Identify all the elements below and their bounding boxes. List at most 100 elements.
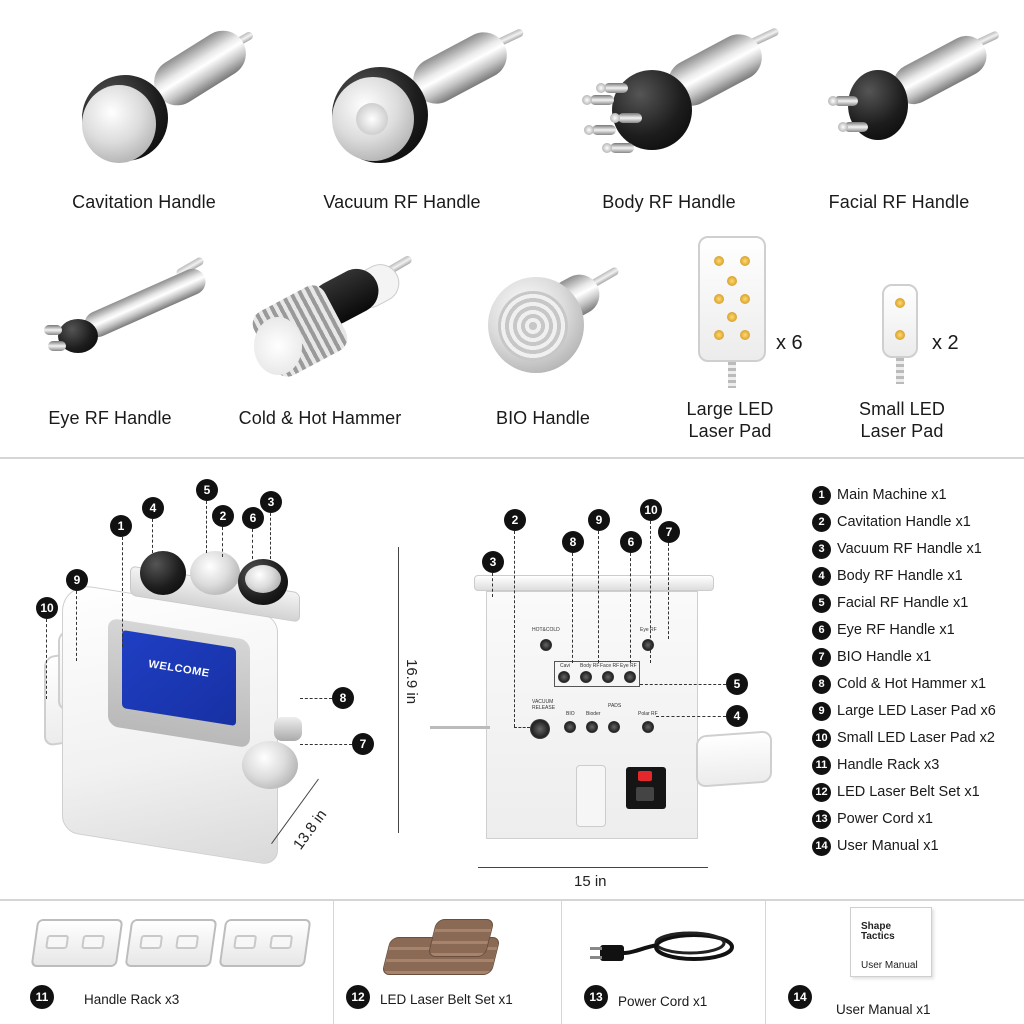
port-label: Face RF [600, 663, 620, 669]
list-text: Main Machine x1 [837, 487, 947, 503]
port-bioder [586, 721, 598, 733]
list-number: 10 [812, 729, 831, 748]
callout-3: 3 [260, 491, 282, 513]
port-eye-rf-2 [624, 671, 636, 683]
port-cavi [558, 671, 570, 683]
accessory-label: Facial RF Handle [828, 192, 970, 212]
list-text: Small LED Laser Pad x2 [837, 730, 995, 746]
callout-2: 2 [212, 505, 234, 527]
callout-7: 7 [352, 733, 374, 755]
list-text: Facial RF Handle x1 [837, 595, 969, 611]
callout-8: 8 [562, 531, 584, 553]
machine-panel: WELCOME 1 2 3 4 5 6 7 8 9 10 16.9 in 13.… [0, 458, 1024, 900]
user-manual: Shape Tactics User Manual [850, 907, 932, 977]
list-item: 5 Facial RF Handle x1 [812, 594, 1022, 614]
user-manual-cell: Shape Tactics User Manual 14 User Manual… [766, 901, 1024, 1024]
list-number: 2 [812, 513, 831, 532]
list-text: Eye RF Handle x1 [837, 622, 955, 638]
accessory-label: Small LED Laser Pad [859, 399, 945, 441]
cavitation-handle: Cavitation Handle [60, 21, 260, 215]
list-item: 3 Vacuum RF Handle x1 [812, 540, 1022, 560]
port-eye-rf [642, 639, 654, 651]
list-number: 8 [812, 675, 831, 694]
port-pads [608, 721, 620, 733]
accessory-label: Cold & Hot Hammer [238, 408, 402, 428]
list-text: LED Laser Belt Set x1 [837, 784, 980, 800]
port-label: Polar RF [638, 711, 658, 717]
quantity-label: x 6 [776, 332, 803, 354]
list-number: 11 [812, 756, 831, 775]
callout-1: 1 [110, 515, 132, 537]
port-label: VACUUM RELEASE [532, 699, 556, 711]
item-badge: 11 [30, 985, 54, 1009]
dimension-height: 16.9 in [403, 659, 420, 705]
quantity-label: x 2 [932, 332, 959, 354]
list-text: Power Cord x1 [837, 811, 933, 827]
callout-2: 2 [504, 509, 526, 531]
handle-rack-cell: 11 Handle Rack x3 [0, 901, 334, 1024]
accessories-panel: Cavitation Handle Vacuum RF Handle Body … [0, 0, 1024, 458]
item-label: LED Laser Belt Set x1 [380, 992, 513, 1007]
list-item: 9 Large LED Laser Pad x6 [812, 702, 1022, 722]
manual-title: Shape Tactics [861, 921, 895, 942]
list-number: 9 [812, 702, 831, 721]
list-number: 5 [812, 594, 831, 613]
list-number: 7 [812, 648, 831, 667]
accessory-label: Body RF Handle [602, 192, 736, 212]
port-label: Eye RF [620, 663, 637, 669]
port-label: HOT&COLD [532, 627, 560, 633]
list-number: 13 [812, 810, 831, 829]
callout-7: 7 [658, 521, 680, 543]
list-text: Large LED Laser Pad x6 [837, 703, 996, 719]
facial-rf-handle: Facial RF Handle [820, 28, 1020, 215]
item-label: User Manual x1 [836, 1002, 931, 1017]
callout-6: 6 [620, 531, 642, 553]
port-body-rf [580, 671, 592, 683]
handle-rack [124, 919, 218, 967]
list-text: Body RF Handle x1 [837, 568, 963, 584]
body-rf-handle: Body RF Handle [570, 25, 790, 215]
eye-rf-handle: Eye RF Handle [40, 255, 220, 435]
list-item: 10 Small LED Laser Pad x2 [812, 729, 1022, 749]
main-machine-front: WELCOME 1 2 3 4 5 6 7 8 9 10 [30, 479, 390, 879]
main-machine-back: HOT&COLD Eye RF Cavi Body RF Face RF Eye… [430, 499, 790, 859]
callout-9: 9 [588, 509, 610, 531]
list-number: 3 [812, 540, 831, 559]
list-item: 13 Power Cord x1 [812, 810, 1022, 830]
callout-4: 4 [142, 497, 164, 519]
large-led-laser-pad: x 6 Large LED Laser Pad [630, 236, 830, 446]
callout-3: 3 [482, 551, 504, 573]
port-label: Bioder [586, 711, 601, 717]
callout-4: 4 [726, 705, 748, 727]
list-number: 6 [812, 621, 831, 640]
list-number: 4 [812, 567, 831, 586]
accessory-label: Cavitation Handle [72, 192, 216, 212]
callout-10: 10 [36, 597, 58, 619]
item-badge: 14 [788, 985, 812, 1009]
accessory-label: Large LED Laser Pad [686, 399, 774, 441]
list-number: 14 [812, 837, 831, 856]
port-label: BIO [566, 711, 575, 717]
list-item: 11 Handle Rack x3 [812, 756, 1022, 776]
bio-handle: BIO Handle [480, 265, 640, 435]
port-label: Body RF [580, 663, 600, 669]
item-label: Power Cord x1 [618, 994, 708, 1009]
list-text: Cavitation Handle x1 [837, 514, 971, 530]
callout-5: 5 [196, 479, 218, 501]
extras-panel: 11 Handle Rack x3 12 LED Laser Belt Set … [0, 900, 1024, 1024]
list-item: 6 Eye RF Handle x1 [812, 621, 1022, 641]
port-hot-cold [540, 639, 552, 651]
small-led-laser-pad: x 2 Small LED Laser Pad [800, 236, 1010, 446]
port-vacuum-release [530, 719, 550, 739]
accessory-label: Eye RF Handle [48, 408, 172, 428]
power-cord-icon [590, 931, 734, 961]
callout-10: 10 [640, 499, 662, 521]
list-text: Handle Rack x3 [837, 757, 940, 773]
list-text: Vacuum RF Handle x1 [837, 541, 982, 557]
vacuum-rf-handle: Vacuum RF Handle [310, 24, 530, 215]
